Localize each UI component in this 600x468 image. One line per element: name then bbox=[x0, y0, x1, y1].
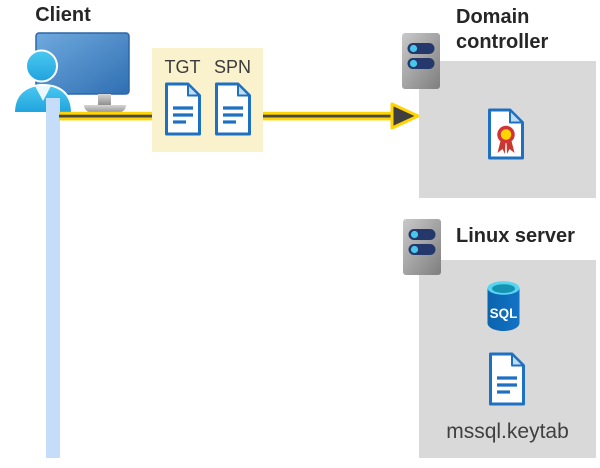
client-timeline-line bbox=[46, 98, 60, 458]
certificate-icon bbox=[488, 108, 524, 160]
ticket-spn: SPN bbox=[211, 54, 255, 152]
ticket-tgt: TGT bbox=[161, 54, 205, 152]
linux-server-label: Linux server bbox=[456, 225, 575, 247]
keytab-document-icon bbox=[488, 352, 526, 406]
client-label: Client bbox=[35, 4, 91, 26]
monitor-stand-base bbox=[84, 105, 126, 113]
monitor-icon bbox=[35, 32, 130, 113]
tgt-document-icon bbox=[164, 82, 201, 136]
domain-controller-label: Domain controller bbox=[456, 6, 549, 53]
sql-badge-text: SQL bbox=[490, 306, 518, 321]
spn-document-icon bbox=[214, 82, 251, 136]
spn-label: SPN bbox=[213, 57, 251, 77]
linux-server-icon bbox=[403, 219, 441, 275]
keytab-file-label: mssql.keytab bbox=[446, 420, 569, 443]
client-computer-icon bbox=[12, 32, 130, 114]
domain-controller-server-icon bbox=[402, 33, 440, 89]
monitor-stand-neck bbox=[98, 94, 111, 105]
arrowhead bbox=[390, 102, 420, 130]
tgt-label: TGT bbox=[164, 57, 201, 77]
sql-database-icon: SQL bbox=[487, 281, 520, 331]
ticket-box: TGT SPN bbox=[152, 48, 263, 152]
